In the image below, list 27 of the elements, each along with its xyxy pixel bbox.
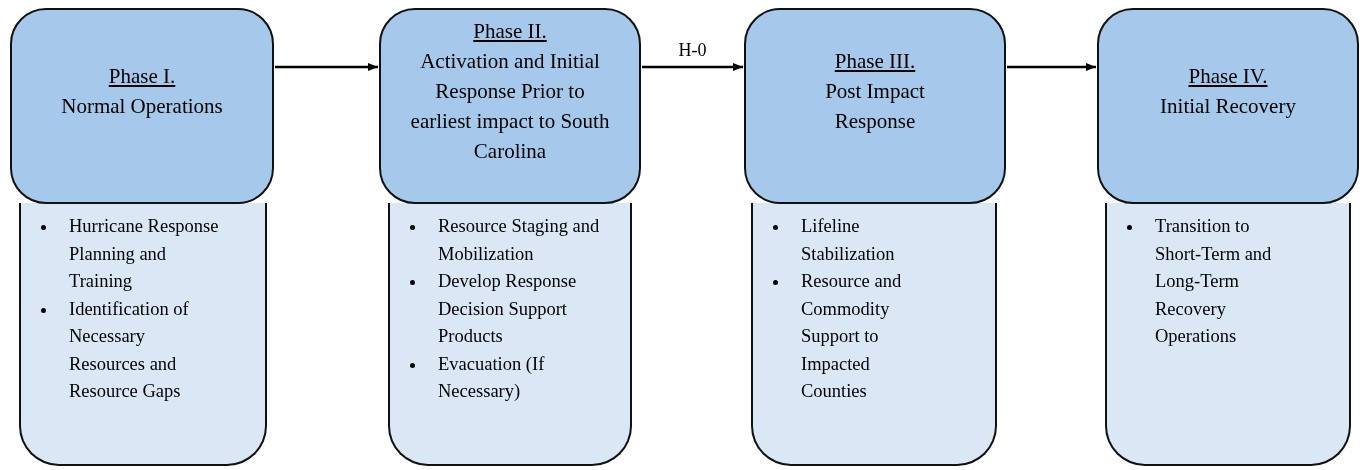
phase-title: Phase III. [834,48,916,75]
task-list-box [388,203,632,466]
phase-header-box [744,8,1006,204]
phase-name: Initial Recovery [1160,93,1296,120]
phase-title: Phase II. [473,18,547,45]
phase-title: Phase I. [108,63,176,90]
task-text: Transition to Short-Term and Long-Term Recovery Operations [1155,215,1273,348]
task-text: Identification of Necessary Resources and Resource Gaps [69,297,190,403]
phase-name: Activation and Initial Response Prior to earliest impact to South Carolina [409,48,611,165]
task-list-box [19,203,267,466]
phase-header-box [379,8,641,204]
task-list-box [751,203,997,466]
arrow [642,63,743,71]
phase-header-box [10,8,274,204]
task-text: Develop Response Decision Support Products [438,270,578,348]
task-text: Evacuation (If Necessary) [438,352,546,403]
phase-name: Normal Operations [61,93,223,120]
phase-title: Phase IV. [1188,63,1268,90]
task-text: Lifeline Stabilization [801,215,896,266]
phase-name: Post Impact Response [824,78,926,135]
task-text: Hurricane Response Planning and Training [69,215,220,293]
phase-header-box [1097,8,1359,204]
task-list-box [1105,203,1351,466]
task-text: Resource and Commodity Support to Impacted Counties [801,270,903,403]
task-text: Resource Staging and Mobilization [438,215,601,266]
arrow [275,63,378,71]
arrow [1007,63,1096,71]
